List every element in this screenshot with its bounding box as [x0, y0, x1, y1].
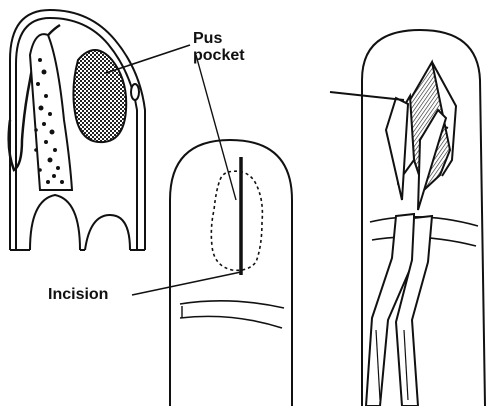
- pus-pocket-leader: [105, 44, 191, 74]
- wound-pointer-line: [329, 91, 405, 101]
- skin-crease: [179, 300, 285, 329]
- pus-pocket-leader-2: [195, 54, 237, 201]
- edge-oval: [130, 83, 140, 101]
- finger-cross-section: [7, 8, 146, 251]
- pus-pocket-outline: [210, 170, 264, 272]
- distal-phalanx-bone: [28, 33, 74, 191]
- incision-label: Incision: [48, 286, 109, 303]
- pus-pocket-label: Pus pocket: [193, 30, 245, 65]
- bone-marrow-stipple: [34, 58, 64, 184]
- finger-palmar-view: [169, 138, 293, 406]
- pus-pocket-section: [72, 49, 128, 144]
- pus-label-line2: pocket: [193, 46, 245, 64]
- forceps-instrument: [364, 96, 448, 406]
- pus-label-line1: Pus: [193, 30, 223, 47]
- incision-leader: [131, 271, 242, 296]
